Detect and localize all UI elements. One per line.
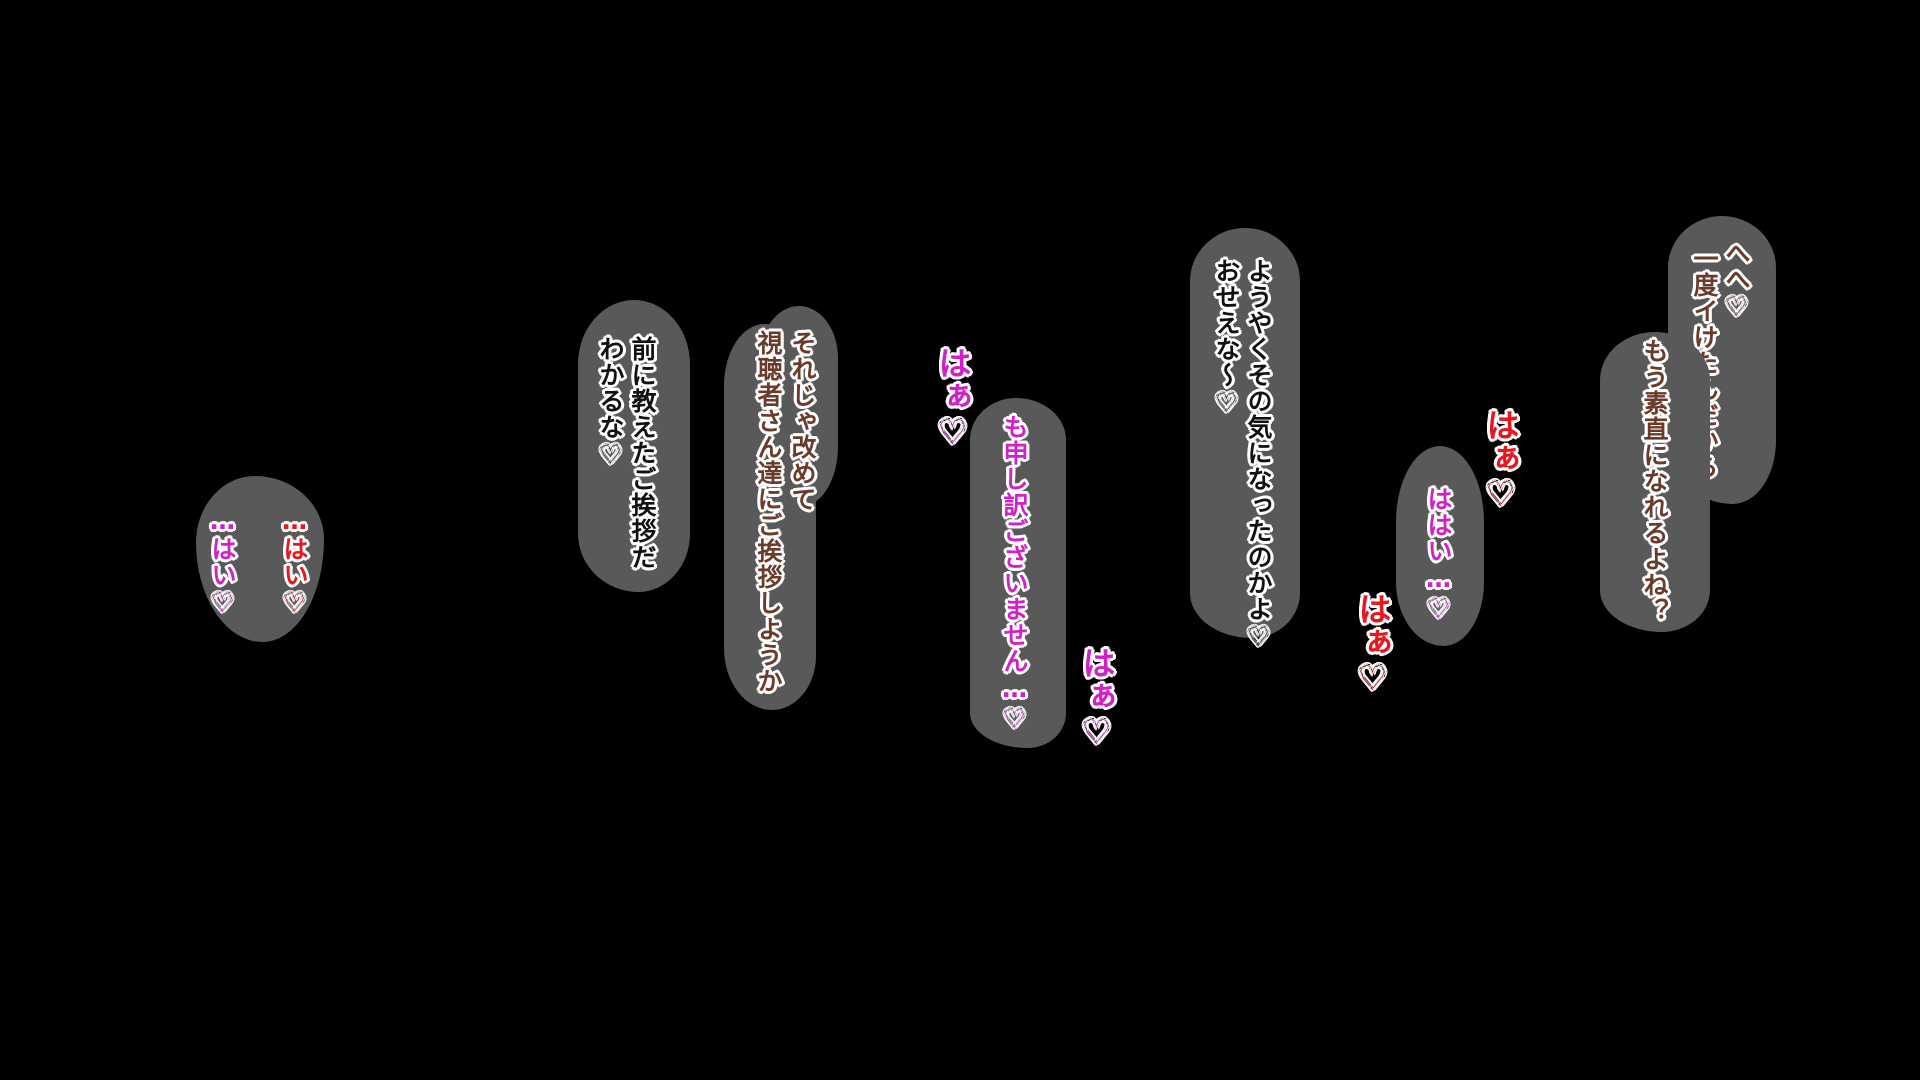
once-line1: へへ♡ — [1722, 240, 1751, 322]
speech-bubble-honest — [1600, 332, 1710, 632]
honest-line1: もう素直になれるよね？ — [1640, 338, 1669, 624]
speech-bubble-greeting-prompt — [578, 300, 690, 592]
speech-bubble-viewers-b — [724, 324, 816, 710]
sfx-haa-magenta-right: はぁ♡ — [1077, 646, 1116, 751]
speech-bubble-hai-small — [1396, 446, 1484, 646]
speech-bubble-apology — [970, 398, 1066, 748]
viewers-line1: それじゃ改めて — [788, 330, 817, 512]
sfx-haa-red-lower: はぁ♡ — [1353, 592, 1392, 697]
finally-line2: おせえな～♡ — [1212, 258, 1241, 418]
speech-bubble-finally — [1190, 228, 1300, 638]
greeting-prompt-line1: 前に教えたご挨拶だ — [628, 336, 657, 570]
speech-bubble-hai-pair — [196, 476, 324, 642]
hai-small-line1: ははい…♡ — [1424, 486, 1453, 624]
sfx-haa-magenta-left: はぁ♡ — [933, 346, 972, 451]
hai-line-red: …はい♡ — [280, 506, 309, 618]
sfx-haa-red-upper: はぁ♡ — [1481, 408, 1520, 513]
apology-line1: も申し訳ございません…♡ — [1000, 414, 1029, 734]
hai-line-magenta: …はい♡ — [208, 506, 237, 618]
viewers-line2: 視聴者さん達にご挨拶しようか — [754, 330, 783, 694]
finally-line1: ようやくその気になったのかよ♡ — [1244, 258, 1273, 652]
greeting-prompt-line2: わかるな♡ — [596, 336, 625, 470]
